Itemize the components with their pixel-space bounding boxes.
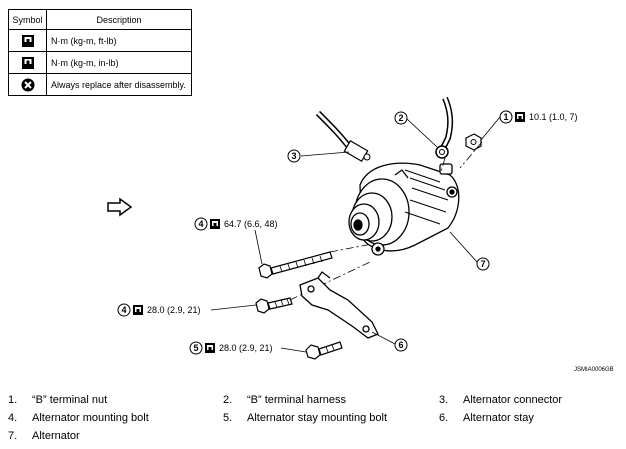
- torque-wrench-icon: [210, 219, 220, 229]
- callout-torque: 28.0 (2.9, 21): [147, 305, 201, 315]
- callout-7: 7: [449, 231, 490, 271]
- legend-row: N·m (kg-m, in-lb): [8, 51, 192, 74]
- torque-wrench-icon: [205, 343, 215, 353]
- legend-row: N·m (kg-m, ft-lb): [8, 29, 192, 52]
- alternator-mounting-bolt-long: [258, 251, 333, 279]
- exploded-diagram: 1 10.1 (1.0, 7) 2 3 4 64.7 (6.6, 48) 4 2…: [107, 96, 614, 373]
- part-number: 2.: [223, 394, 233, 406]
- symbol-legend: Symbol Description N·m (kg-m, ft-lb) N·m…: [8, 9, 192, 96]
- alternator-stay: [299, 271, 379, 339]
- part-number: 1.: [8, 394, 18, 406]
- part-name: “B” terminal nut: [32, 394, 108, 406]
- alternator-stay-mounting-bolt: [305, 341, 343, 360]
- alternator-mounting-bolt-short: [255, 297, 293, 314]
- part-number: 4.: [8, 412, 18, 424]
- callout-5: 5 28.0 (2.9, 21): [189, 341, 307, 355]
- callout-number: 2: [398, 113, 403, 123]
- callout-number: 1: [503, 112, 508, 122]
- part-number: 5.: [223, 412, 233, 424]
- callout-number: 6: [398, 340, 403, 350]
- callout-4-lower: 4 28.0 (2.9, 21): [117, 303, 257, 317]
- legend-description: N·m (kg-m, ft-lb): [46, 29, 192, 52]
- torque-wrench-icon: [133, 305, 143, 315]
- callout-torque: 64.7 (6.6, 48): [224, 219, 278, 229]
- list-item: 1. “B” terminal nut: [8, 394, 107, 406]
- torque-wrench-icon: [21, 34, 34, 47]
- part-name: Alternator: [32, 430, 80, 442]
- front-arrow-icon: [107, 197, 133, 217]
- part-name: Alternator stay mounting bolt: [247, 412, 388, 424]
- list-item: 4. Alternator mounting bolt: [8, 412, 149, 424]
- callout-number: 4: [121, 305, 126, 315]
- callout-6: 6: [371, 331, 408, 352]
- b-terminal-nut: [465, 133, 482, 151]
- legend-header-symbol: Symbol: [8, 9, 47, 30]
- callout-3: 3: [287, 149, 350, 163]
- callout-number: 5: [193, 343, 198, 353]
- legend-description: N·m (kg-m, in-lb): [46, 51, 192, 74]
- center-lines: [289, 141, 483, 301]
- list-item: 2. “B” terminal harness: [223, 394, 346, 406]
- callout-number: 4: [198, 219, 203, 229]
- callout-1: 1 10.1 (1.0, 7): [480, 110, 578, 141]
- figure-code: JSMIA0006GB: [574, 367, 614, 373]
- legend-description: Always replace after disassembly.: [46, 73, 192, 96]
- callout-torque: 10.1 (1.0, 7): [529, 112, 578, 122]
- part-number: 7.: [8, 430, 18, 442]
- alternator: [348, 162, 460, 256]
- part-name: Alternator mounting bolt: [32, 412, 149, 424]
- callout-number: 7: [480, 259, 485, 269]
- part-number: 6.: [439, 412, 449, 424]
- part-name: “B” terminal harness: [247, 394, 347, 406]
- callout-4-upper: 4 64.7 (6.6, 48): [194, 217, 278, 265]
- callout-number: 3: [291, 151, 296, 161]
- part-number: 3.: [439, 394, 449, 406]
- part-name: Alternator connector: [463, 394, 563, 406]
- legend-row: Always replace after disassembly.: [8, 73, 192, 96]
- alternator-connector: [343, 139, 371, 163]
- torque-wrench-inlb-icon: [21, 56, 34, 69]
- callout-2: 2: [394, 111, 438, 148]
- list-item: 3. Alternator connector: [439, 394, 562, 406]
- list-item: 6. Alternator stay: [439, 412, 534, 424]
- legend-header-description: Description: [46, 9, 192, 30]
- callout-torque: 28.0 (2.9, 21): [219, 343, 273, 353]
- list-item: 5. Alternator stay mounting bolt: [223, 412, 387, 424]
- replace-x-icon: [21, 78, 34, 91]
- part-name: Alternator stay: [463, 412, 534, 424]
- torque-wrench-icon: [515, 112, 525, 122]
- list-item: 7. Alternator: [8, 430, 80, 442]
